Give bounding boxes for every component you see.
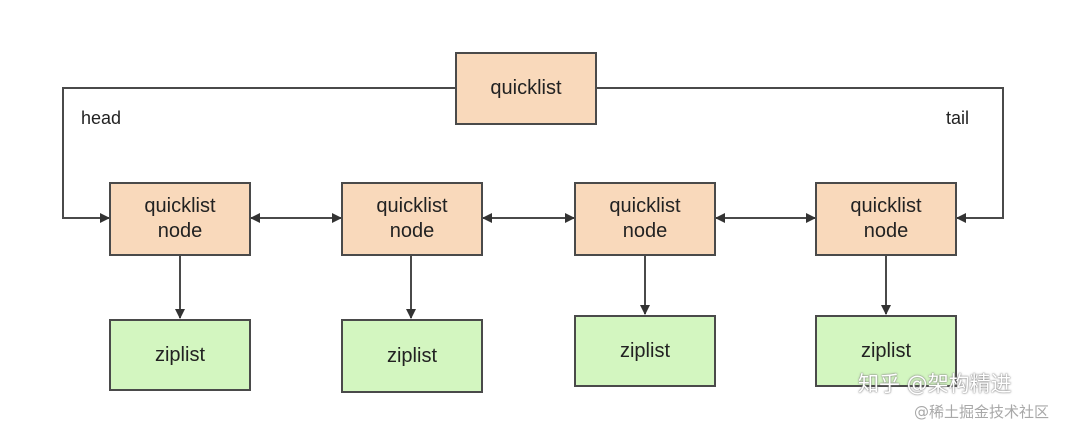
quicklist-box: quicklist: [455, 52, 597, 125]
ziplist-label: ziplist: [619, 339, 670, 362]
ziplist-label: ziplist: [386, 344, 437, 367]
ziplist-box-3: ziplist: [574, 315, 716, 387]
quicklist-label: quicklist: [490, 77, 562, 99]
head-pointer-arrow: [62, 87, 455, 223]
quicklist-node-2: quicklist node: [341, 182, 483, 256]
node-label: quicklist node: [144, 195, 216, 242]
quicklist-node-3: quicklist node: [574, 182, 716, 256]
node-label: quicklist node: [609, 195, 681, 242]
tail-label: tail: [946, 108, 970, 128]
ziplist-box-2: ziplist: [341, 319, 483, 393]
node-label: quicklist node: [376, 195, 448, 242]
tail-pointer-arrow: [597, 87, 1004, 223]
quicklist-node-4: quicklist node: [815, 182, 957, 256]
quicklist-node-1: quicklist node: [109, 182, 251, 256]
watermark-zhihu: 知乎 @架构精进: [858, 372, 1012, 396]
ziplist-box-1: ziplist: [109, 319, 251, 391]
watermark-juejin: @稀土掘金技术社区: [914, 403, 1050, 421]
ziplist-label: ziplist: [860, 339, 911, 362]
head-label: head: [81, 108, 122, 128]
ziplist-box-4: ziplist: [815, 315, 957, 387]
ziplist-label: ziplist: [154, 343, 205, 366]
node-label: quicklist node: [850, 195, 922, 242]
